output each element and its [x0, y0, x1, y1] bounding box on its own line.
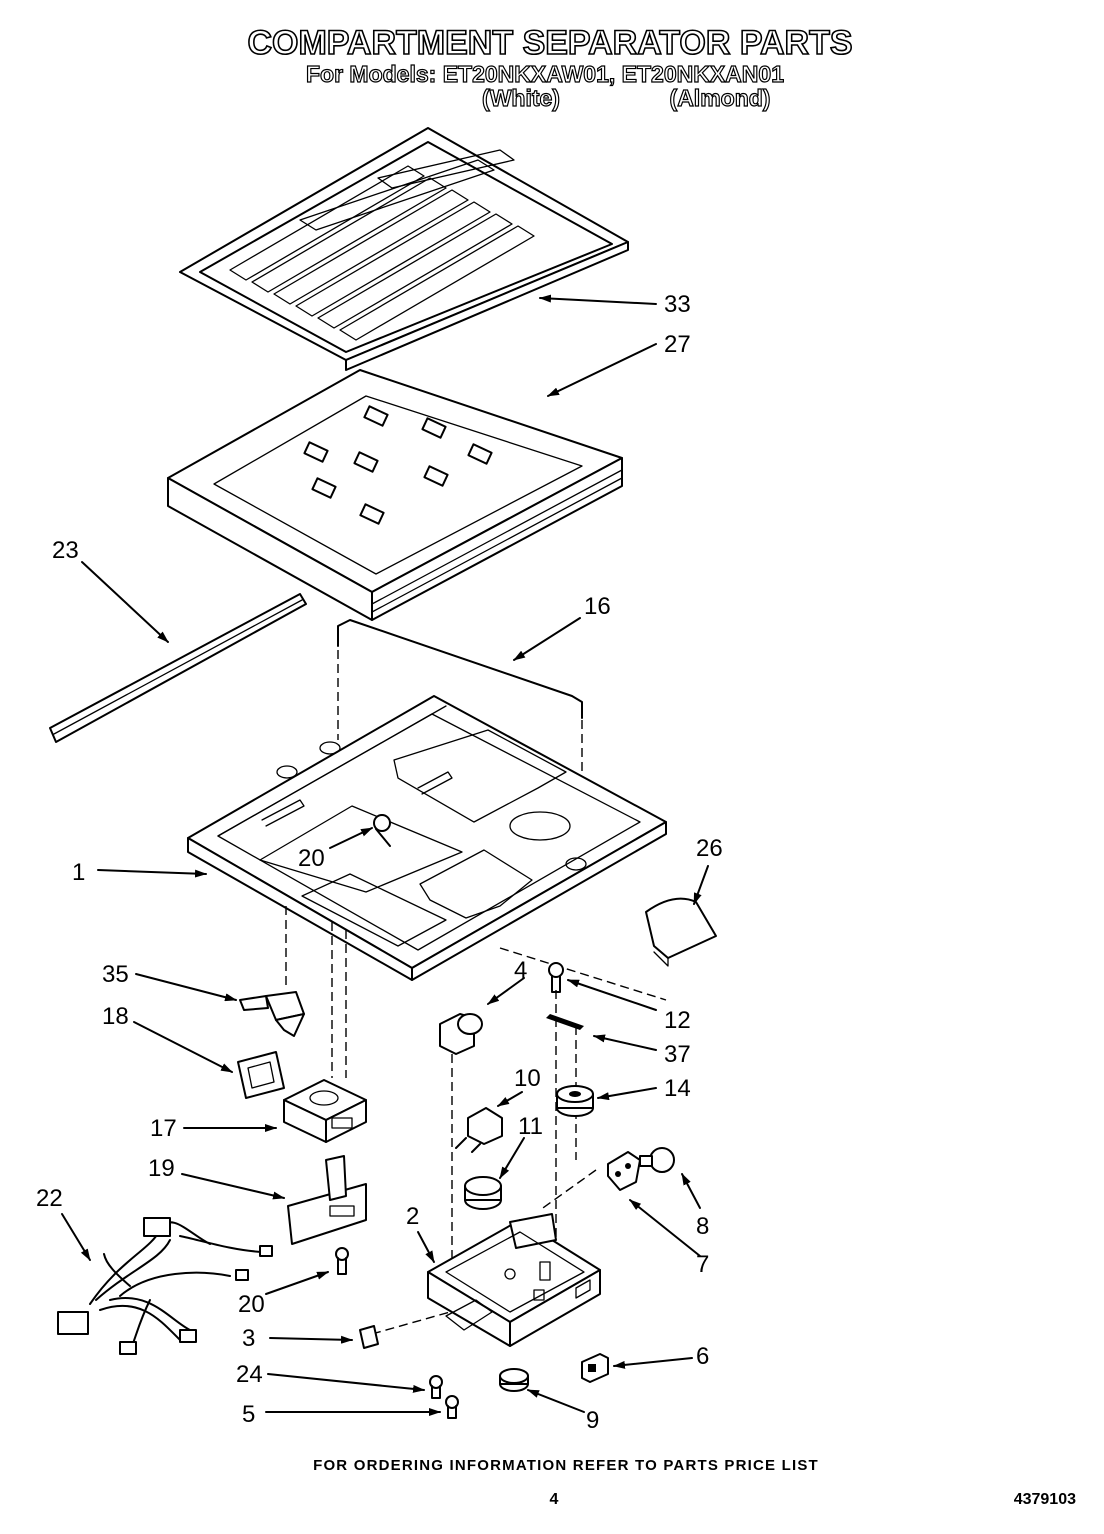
callout-24: 24 — [236, 1361, 263, 1388]
callout-6: 6 — [696, 1343, 709, 1370]
part-23-strip — [49, 593, 307, 743]
part-19-cover-plate — [287, 1155, 367, 1245]
finish-white-label: (White) — [482, 85, 560, 111]
part-27-frame — [167, 369, 623, 621]
callout-33: 33 — [664, 291, 691, 318]
callout-37: 37 — [664, 1041, 691, 1068]
diagram-title: COMPARTMENT SEPARATOR PARTS — [247, 24, 852, 62]
callout-12: 12 — [664, 1007, 691, 1034]
callout-16: 16 — [584, 593, 611, 620]
callout-35: 35 — [102, 961, 129, 988]
part-11-knob — [464, 1176, 502, 1210]
part-7-lamp-socket — [607, 1151, 641, 1191]
part-3-clip — [359, 1325, 379, 1349]
callout-17: 17 — [150, 1115, 177, 1142]
finish-almond-label: (Almond) — [670, 85, 771, 111]
callout-7: 7 — [696, 1251, 709, 1278]
callout-27: 27 — [664, 331, 691, 358]
leader-arrows — [61, 294, 709, 1416]
callout-4: 4 — [514, 957, 527, 984]
callout-9: 9 — [586, 1407, 599, 1434]
callout-20-lower: 20 — [238, 1291, 265, 1318]
callout-22: 22 — [36, 1185, 63, 1212]
part-22-wiring-harness — [57, 1217, 273, 1355]
part-18-gasket — [237, 1051, 285, 1099]
part-1-separator-base — [187, 695, 667, 981]
part-6-switch — [581, 1353, 609, 1383]
callout-20-upper: 20 — [298, 845, 325, 872]
page-number: 4 — [550, 1491, 559, 1508]
callout-5: 5 — [242, 1401, 255, 1428]
callout-11: 11 — [518, 1113, 543, 1140]
callout-14: 14 — [664, 1075, 691, 1102]
part-12-screw — [548, 962, 564, 993]
document-number: 4379103 — [1014, 1491, 1076, 1508]
callout-18: 18 — [102, 1003, 129, 1030]
callout-26: 26 — [696, 835, 723, 862]
part-10-thermostat — [455, 1107, 503, 1153]
callout-labels: 33 27 23 16 20 1 26 35 4 12 18 37 10 14 … — [36, 291, 723, 1434]
part-33-grille-cover — [179, 127, 629, 371]
part-2-control-housing — [427, 1213, 601, 1347]
part-37-bracket — [546, 1014, 584, 1030]
ordering-note: FOR ORDERING INFORMATION REFER TO PARTS … — [313, 1457, 819, 1474]
callout-8: 8 — [696, 1213, 709, 1240]
callout-23: 23 — [52, 537, 79, 564]
callout-1: 1 — [72, 859, 85, 886]
part-8-lamp — [639, 1147, 675, 1173]
part-5-screw — [445, 1395, 459, 1419]
callout-2: 2 — [406, 1203, 419, 1230]
part-26-cover — [645, 897, 717, 967]
part-4-motor — [439, 1013, 483, 1055]
part-20-screw-upper — [373, 814, 391, 847]
callout-19: 19 — [148, 1155, 175, 1182]
models-line: For Models: ET20NKXAW01, ET20NKXAN01 — [306, 61, 784, 87]
callout-10: 10 — [514, 1065, 541, 1092]
callout-3: 3 — [242, 1325, 255, 1352]
part-14-knob — [556, 1085, 594, 1117]
part-17-housing — [283, 1079, 367, 1143]
part-20-screw-lower — [335, 1247, 349, 1275]
part-9-nut — [499, 1368, 529, 1392]
assembly-lines — [285, 906, 667, 1335]
part-24-screw — [429, 1375, 443, 1399]
part-35-clip — [239, 991, 305, 1037]
